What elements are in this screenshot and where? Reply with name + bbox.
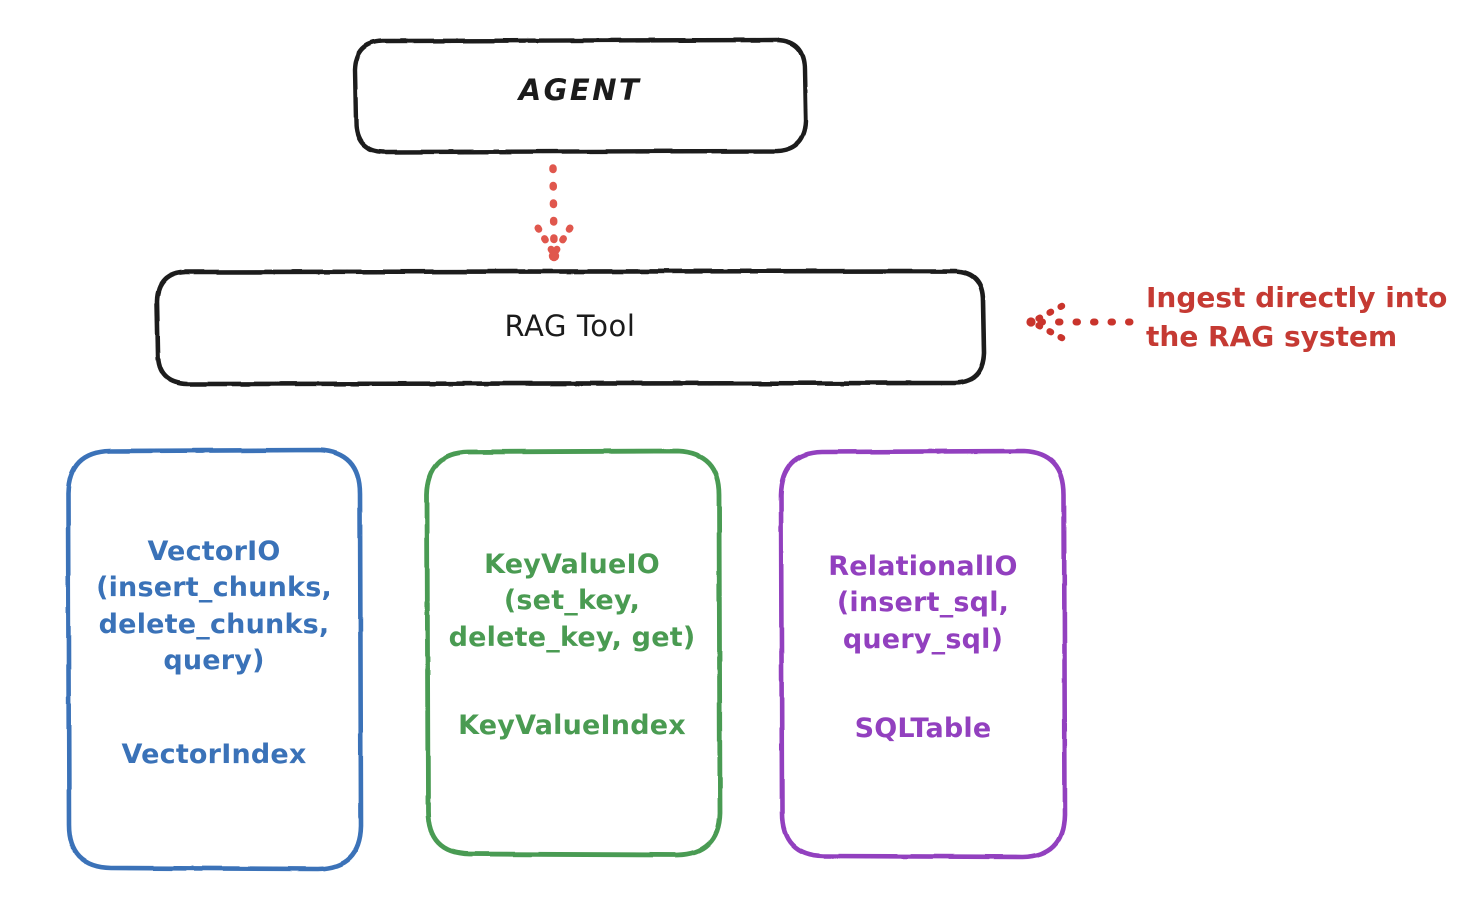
agent-to-rag-arrow	[534, 164, 574, 262]
ingest-annotation-text: Ingest directly into the RAG system	[1146, 281, 1448, 353]
relationalio-box[interactable]	[778, 448, 1068, 860]
agent-box[interactable]	[352, 37, 809, 155]
keyvalueio-box[interactable]	[424, 448, 723, 858]
rag-tool-box[interactable]	[154, 268, 987, 387]
vectorio-box[interactable]	[65, 447, 364, 872]
note-to-rag-arrow	[1026, 302, 1134, 342]
